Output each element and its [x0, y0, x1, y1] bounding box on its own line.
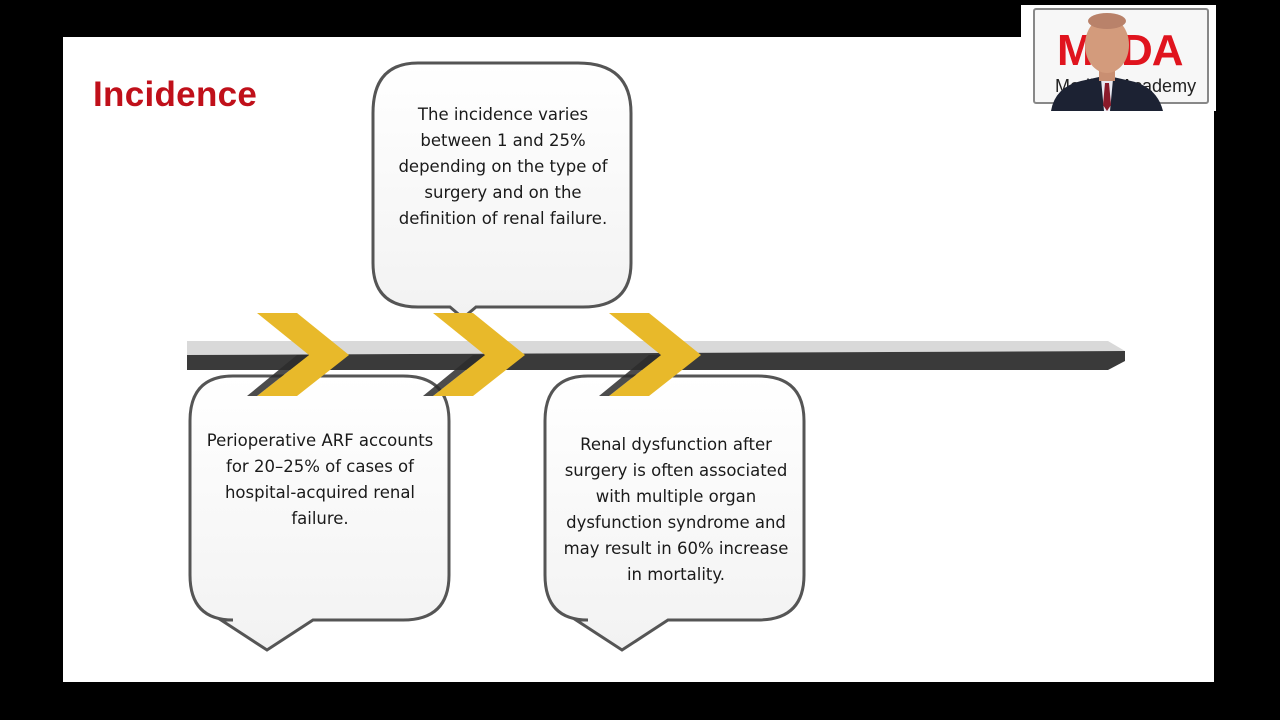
- webcam-overlay: MEDA Medical Academy: [1021, 5, 1216, 111]
- presenter-video: [1051, 13, 1163, 111]
- presentation-slide: Incidence The inciden: [63, 37, 1214, 682]
- callout-bottom-right-text: Renal dysfunction after surgery is often…: [563, 435, 789, 584]
- callout-bottom-right: [543, 374, 806, 652]
- chevron-1: [247, 313, 349, 396]
- slide-title: Incidence: [93, 75, 258, 114]
- timeline-graphic: [187, 61, 1125, 652]
- callout-top: [371, 61, 633, 320]
- callout-top-text: The incidence varies between 1 and 25% d…: [398, 105, 608, 228]
- callout-bottom-left: [188, 374, 451, 652]
- chevron-2: [423, 313, 525, 396]
- chevron-3: [599, 313, 701, 396]
- callout-bottom-left-text: Perioperative ARF accounts for 20–25% of…: [206, 431, 434, 528]
